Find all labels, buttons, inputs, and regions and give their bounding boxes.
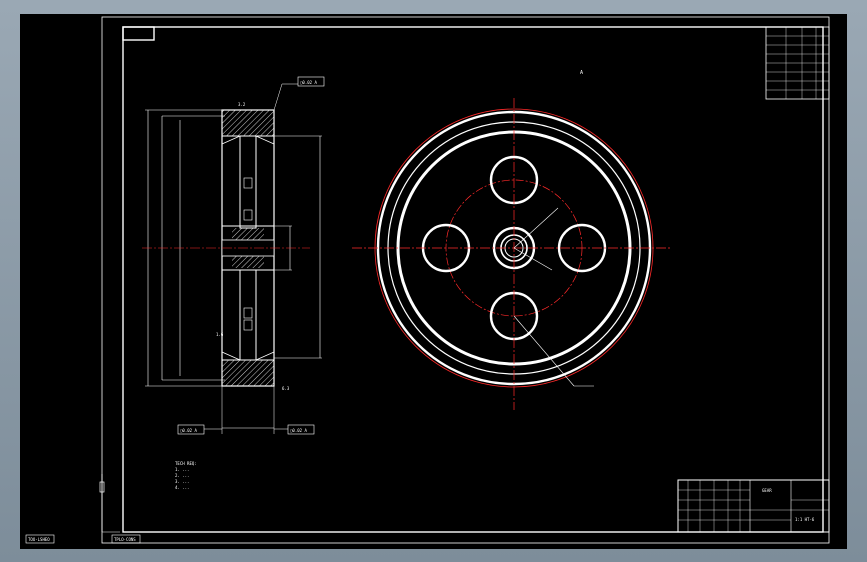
sheet-inner-frame bbox=[122, 26, 824, 533]
technical-notes: TECH REQ: 1. ... 2. ... 3. ... 4. ... bbox=[175, 461, 197, 490]
frame-corner-box bbox=[122, 26, 155, 41]
front-view bbox=[352, 98, 672, 410]
dim-box-top: ▢0.02 A bbox=[297, 76, 325, 87]
dim-box-right: ▢0.02 A bbox=[287, 424, 315, 435]
roughness-mark-c: 6.3 bbox=[282, 386, 290, 391]
roughness-mark-a: 3.2 bbox=[238, 102, 246, 107]
dim-box-left: ▢0.02 A bbox=[177, 424, 205, 435]
view-label: A bbox=[580, 70, 583, 76]
svg-text:▢0.02 A: ▢0.02 A bbox=[300, 80, 317, 85]
left-title-tag: TOO·LSHEO bbox=[25, 534, 55, 544]
svg-text:TOO·LSHEO: TOO·LSHEO bbox=[28, 537, 50, 542]
title-block-name: GEAR bbox=[762, 488, 772, 493]
title-block-drawing-no: 1:1 HT-6 bbox=[795, 517, 815, 522]
sheet-outer-frame bbox=[101, 16, 830, 544]
title-block: GEAR 1:1 HT-6 bbox=[677, 479, 830, 533]
revision-table bbox=[765, 26, 830, 100]
svg-text:2. ...: 2. ... bbox=[175, 473, 189, 478]
drawing-canvas: TOO·LSHEO TPLO·CONS bbox=[20, 14, 847, 549]
section-view bbox=[142, 83, 322, 434]
svg-text:TECH REQ:: TECH REQ: bbox=[175, 461, 197, 466]
cad-drawing: TOO·LSHEO TPLO·CONS bbox=[25, 16, 830, 544]
bottom-left-tag: TPLO·CONS bbox=[111, 534, 141, 544]
svg-text:4. ...: 4. ... bbox=[175, 485, 189, 490]
svg-text:1. ...: 1. ... bbox=[175, 467, 189, 472]
svg-text:3. ...: 3. ... bbox=[175, 479, 189, 484]
svg-text:TPLO·CONS: TPLO·CONS bbox=[114, 537, 136, 542]
roughness-mark-b: 1.6 bbox=[216, 332, 224, 337]
svg-text:▢0.02 A: ▢0.02 A bbox=[180, 428, 197, 433]
svg-text:▢0.02 A: ▢0.02 A bbox=[290, 428, 307, 433]
